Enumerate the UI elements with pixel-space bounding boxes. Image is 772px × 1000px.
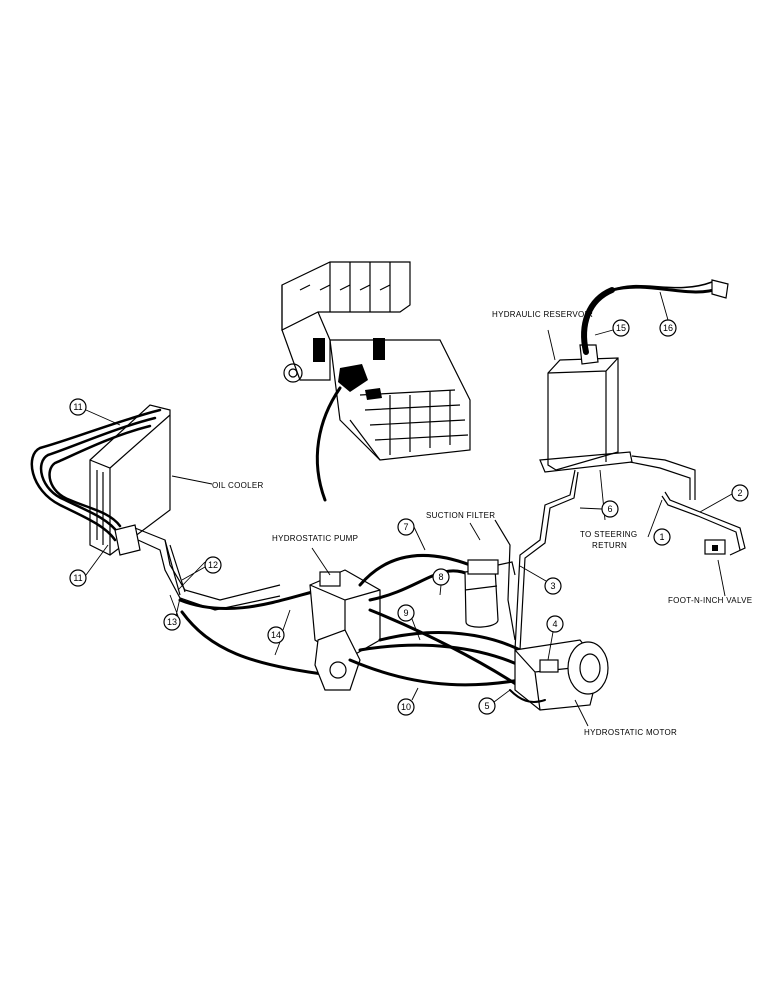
- svg-text:11: 11: [73, 573, 82, 583]
- callout-12: 12: [204, 556, 222, 574]
- line-3: [494, 519, 516, 641]
- callout-leaders: [85, 291, 733, 703]
- label-to-steering: TO STEERING: [580, 530, 637, 539]
- callout-6: 6: [601, 500, 619, 518]
- callout-3: 3: [544, 577, 562, 595]
- svg-text:5: 5: [484, 701, 489, 711]
- hydrostatic-motor: [514, 639, 609, 711]
- cooler-hose-11: [30, 408, 162, 542]
- label-hydraulic-reservoir: HYDRAULIC RESERVOIR: [492, 310, 593, 319]
- svg-text:12: 12: [208, 560, 218, 570]
- line-6: [514, 469, 576, 651]
- machine-overview-illustration: [281, 261, 471, 502]
- callout-11-bottom: 11: [69, 569, 87, 587]
- callout-11-top: 11: [69, 398, 87, 416]
- callout-4: 4: [546, 615, 564, 633]
- callout-10: 10: [397, 698, 415, 716]
- svg-text:15: 15: [616, 323, 626, 333]
- label-foot-n-inch-valve: FOOT-N-INCH VALVE: [668, 596, 752, 605]
- reservoir-hose-15: [581, 287, 615, 355]
- svg-text:6: 6: [607, 504, 612, 514]
- label-oil-cooler: OIL COOLER: [212, 481, 264, 490]
- hose-9: [358, 643, 532, 672]
- suction-filter: [464, 559, 516, 628]
- callout-16: 16: [659, 319, 677, 337]
- svg-text:13: 13: [167, 617, 177, 627]
- callout-5: 5: [478, 697, 496, 715]
- svg-text:7: 7: [403, 522, 408, 532]
- svg-text:14: 14: [271, 630, 281, 640]
- callout-9: 9: [397, 604, 415, 622]
- label-suction-filter: SUCTION FILTER: [426, 511, 495, 520]
- svg-text:11: 11: [73, 402, 82, 412]
- callout-14: 14: [267, 626, 285, 644]
- svg-text:2: 2: [737, 488, 742, 498]
- hose-8: [368, 569, 527, 692]
- svg-text:8: 8: [438, 572, 443, 582]
- label-return: RETURN: [592, 541, 627, 550]
- label-hydrostatic-pump: HYDROSTATIC PUMP: [272, 534, 358, 543]
- callout-15: 15: [612, 319, 630, 337]
- callout-8: 8: [432, 568, 450, 586]
- callout-7: 7: [397, 518, 415, 536]
- hydrostatic-pump: [309, 569, 381, 691]
- callout-13: 13: [163, 613, 181, 631]
- motor-line-5: [509, 689, 546, 703]
- hose-7: [358, 554, 472, 587]
- svg-text:4: 4: [552, 619, 557, 629]
- reservoir-hose-16: [610, 285, 722, 294]
- callout-1: 1: [653, 528, 671, 546]
- leader-lines: [171, 329, 726, 727]
- foot-n-inch-valve-lines: [629, 455, 746, 556]
- svg-text:3: 3: [550, 581, 555, 591]
- hose-14: [178, 588, 322, 611]
- hydraulic-reservoir: [539, 344, 633, 473]
- svg-text:1: 1: [659, 532, 664, 542]
- label-hydrostatic-motor: HYDROSTATIC MOTOR: [584, 728, 677, 737]
- svg-text:16: 16: [663, 323, 673, 333]
- svg-text:10: 10: [401, 702, 411, 712]
- callout-2: 2: [731, 484, 749, 502]
- svg-text:9: 9: [403, 608, 408, 618]
